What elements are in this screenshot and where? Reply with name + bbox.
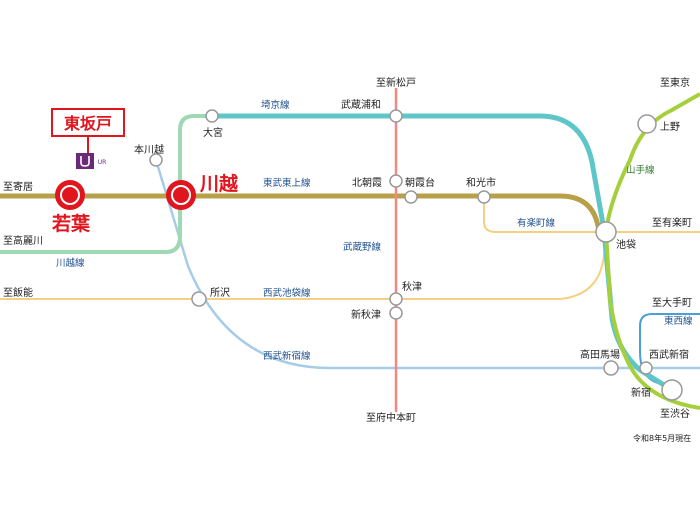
line-kawagoe-label: 川越線 <box>56 257 85 269</box>
station-ikebukuro-label: 池袋 <box>616 238 636 251</box>
date-note: 令和8年5月現在 <box>633 433 691 443</box>
station-takadanobaba-marker[interactable] <box>603 360 619 376</box>
seibu-shinjuku-line <box>154 159 700 370</box>
station-wakaba-ring <box>60 185 80 205</box>
direction-shibuya-label: 至渋谷 <box>660 407 690 420</box>
higashi-sakado-box[interactable] <box>51 108 125 137</box>
line-yurakucho-label: 有楽町線 <box>517 217 556 229</box>
station-wakaba-marker[interactable] <box>55 180 85 210</box>
direction-yurakucho-label: 至有楽町 <box>652 216 692 229</box>
svg-text:UR: UR <box>98 159 107 166</box>
station-shin-akitsu-marker[interactable] <box>389 306 403 320</box>
line-tobu-tojo-label: 東武東上線 <box>263 177 311 189</box>
station-hon-kawagoe-label: 本川越 <box>134 143 164 156</box>
station-ueno-label: 上野 <box>660 121 680 133</box>
station-shinjuku-marker[interactable] <box>661 379 683 401</box>
station-akitsu-marker[interactable] <box>389 292 403 306</box>
station-musashi-urawa-label: 武蔵浦和 <box>341 98 381 111</box>
line-seibu-ikebukuro-label: 西武池袋線 <box>263 287 311 299</box>
station-ueno-marker[interactable] <box>637 114 657 134</box>
direction-shin-matsudo-label: 至新松戸 <box>376 76 416 89</box>
yamanote-line <box>603 92 700 410</box>
station-kita-asaka-label: 北朝霞 <box>352 177 382 189</box>
direction-komagawa-label: 至高麗川 <box>3 234 43 247</box>
station-omiya-label: 大宮 <box>203 126 223 139</box>
higashi-sakado-title: 東坂戸 <box>64 114 112 133</box>
direction-tokyo-label: 至東京 <box>660 76 690 89</box>
saikyo-line <box>212 113 674 393</box>
wakaba-label: 若葉 <box>52 212 91 235</box>
line-seibu-shinjuku-label: 西武新宿線 <box>263 350 311 362</box>
direction-fuchu-hommachi-label: 至府中本町 <box>366 411 416 424</box>
station-tokorozawa-label: 所沢 <box>210 286 230 299</box>
tobu-tojo-line <box>0 193 606 234</box>
ur-logo-icon: UR <box>76 153 108 169</box>
station-shin-akitsu-label: 新秋津 <box>351 308 381 321</box>
station-tokorozawa-marker[interactable] <box>191 291 207 307</box>
kawagoe-label: 川越 <box>199 172 239 195</box>
station-shinjuku-label: 新宿 <box>631 386 651 399</box>
station-seibu-shinjuku-label: 西武新宿 <box>649 348 689 361</box>
station-takadanobaba-label: 高田馬場 <box>580 348 620 361</box>
station-musashi-urawa-marker[interactable] <box>389 109 403 123</box>
yurakucho-line <box>483 197 700 233</box>
station-kawagoe-ring <box>171 185 191 205</box>
direction-otemachi-label: 至大手町 <box>652 296 692 309</box>
station-akitsu-label: 秋津 <box>402 280 422 293</box>
station-wakoshi-label: 和光市 <box>466 176 496 189</box>
line-yamanote-label: 山手線 <box>626 164 655 176</box>
station-ikebukuro-marker[interactable] <box>595 221 617 243</box>
station-seibu-shinjuku-marker[interactable] <box>639 361 653 375</box>
station-asakadai-marker[interactable] <box>404 190 418 204</box>
direction-yorii-label: 至寄居 <box>3 180 33 193</box>
direction-hanno-label: 至飯能 <box>3 286 33 299</box>
line-saikyo-label: 埼京線 <box>261 99 290 111</box>
line-musashino-label: 武蔵野線 <box>343 241 382 253</box>
station-kita-asaka-marker[interactable] <box>389 174 403 188</box>
seibu-ikebukuro-line <box>0 231 607 300</box>
station-hon-kawagoe-marker[interactable] <box>149 153 163 167</box>
line-tozai-label: 東西線 <box>664 315 693 327</box>
station-asakadai-label: 朝霞台 <box>405 176 435 189</box>
station-kawagoe-marker[interactable] <box>166 180 196 210</box>
station-wakoshi-marker[interactable] <box>477 190 491 204</box>
station-omiya-marker[interactable] <box>205 109 219 123</box>
